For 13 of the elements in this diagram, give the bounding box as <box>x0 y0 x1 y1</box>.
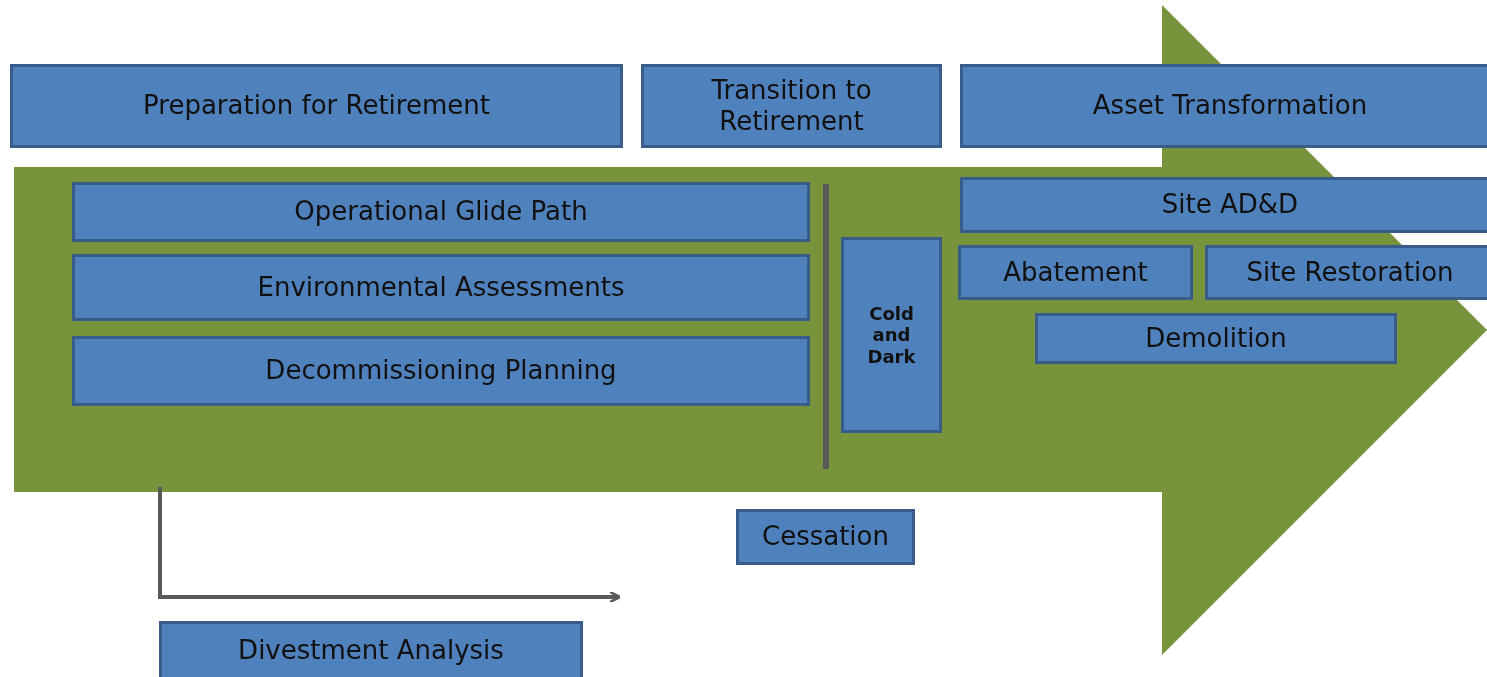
activity-box: Divestment Analysis <box>159 621 583 677</box>
activity-box: Operational Glide Path <box>72 182 810 242</box>
activity-box: Decommissioning Planning <box>72 336 810 406</box>
activity-box: Environmental Assessments <box>72 254 810 321</box>
phase-box: Transition to Retirement <box>641 64 942 148</box>
milestone-box: Cold and Dark <box>841 237 942 433</box>
milestone-box: Cessation <box>736 509 915 565</box>
activity-box: Demolition <box>1035 313 1397 364</box>
phase-box: Preparation for Retirement <box>10 64 623 148</box>
activity-box: Abatement <box>958 245 1193 300</box>
phase-box: Asset Transformation <box>960 64 1487 148</box>
activity-box: Site Restoration <box>1205 245 1487 300</box>
activity-box: Site AD&D <box>960 177 1487 233</box>
